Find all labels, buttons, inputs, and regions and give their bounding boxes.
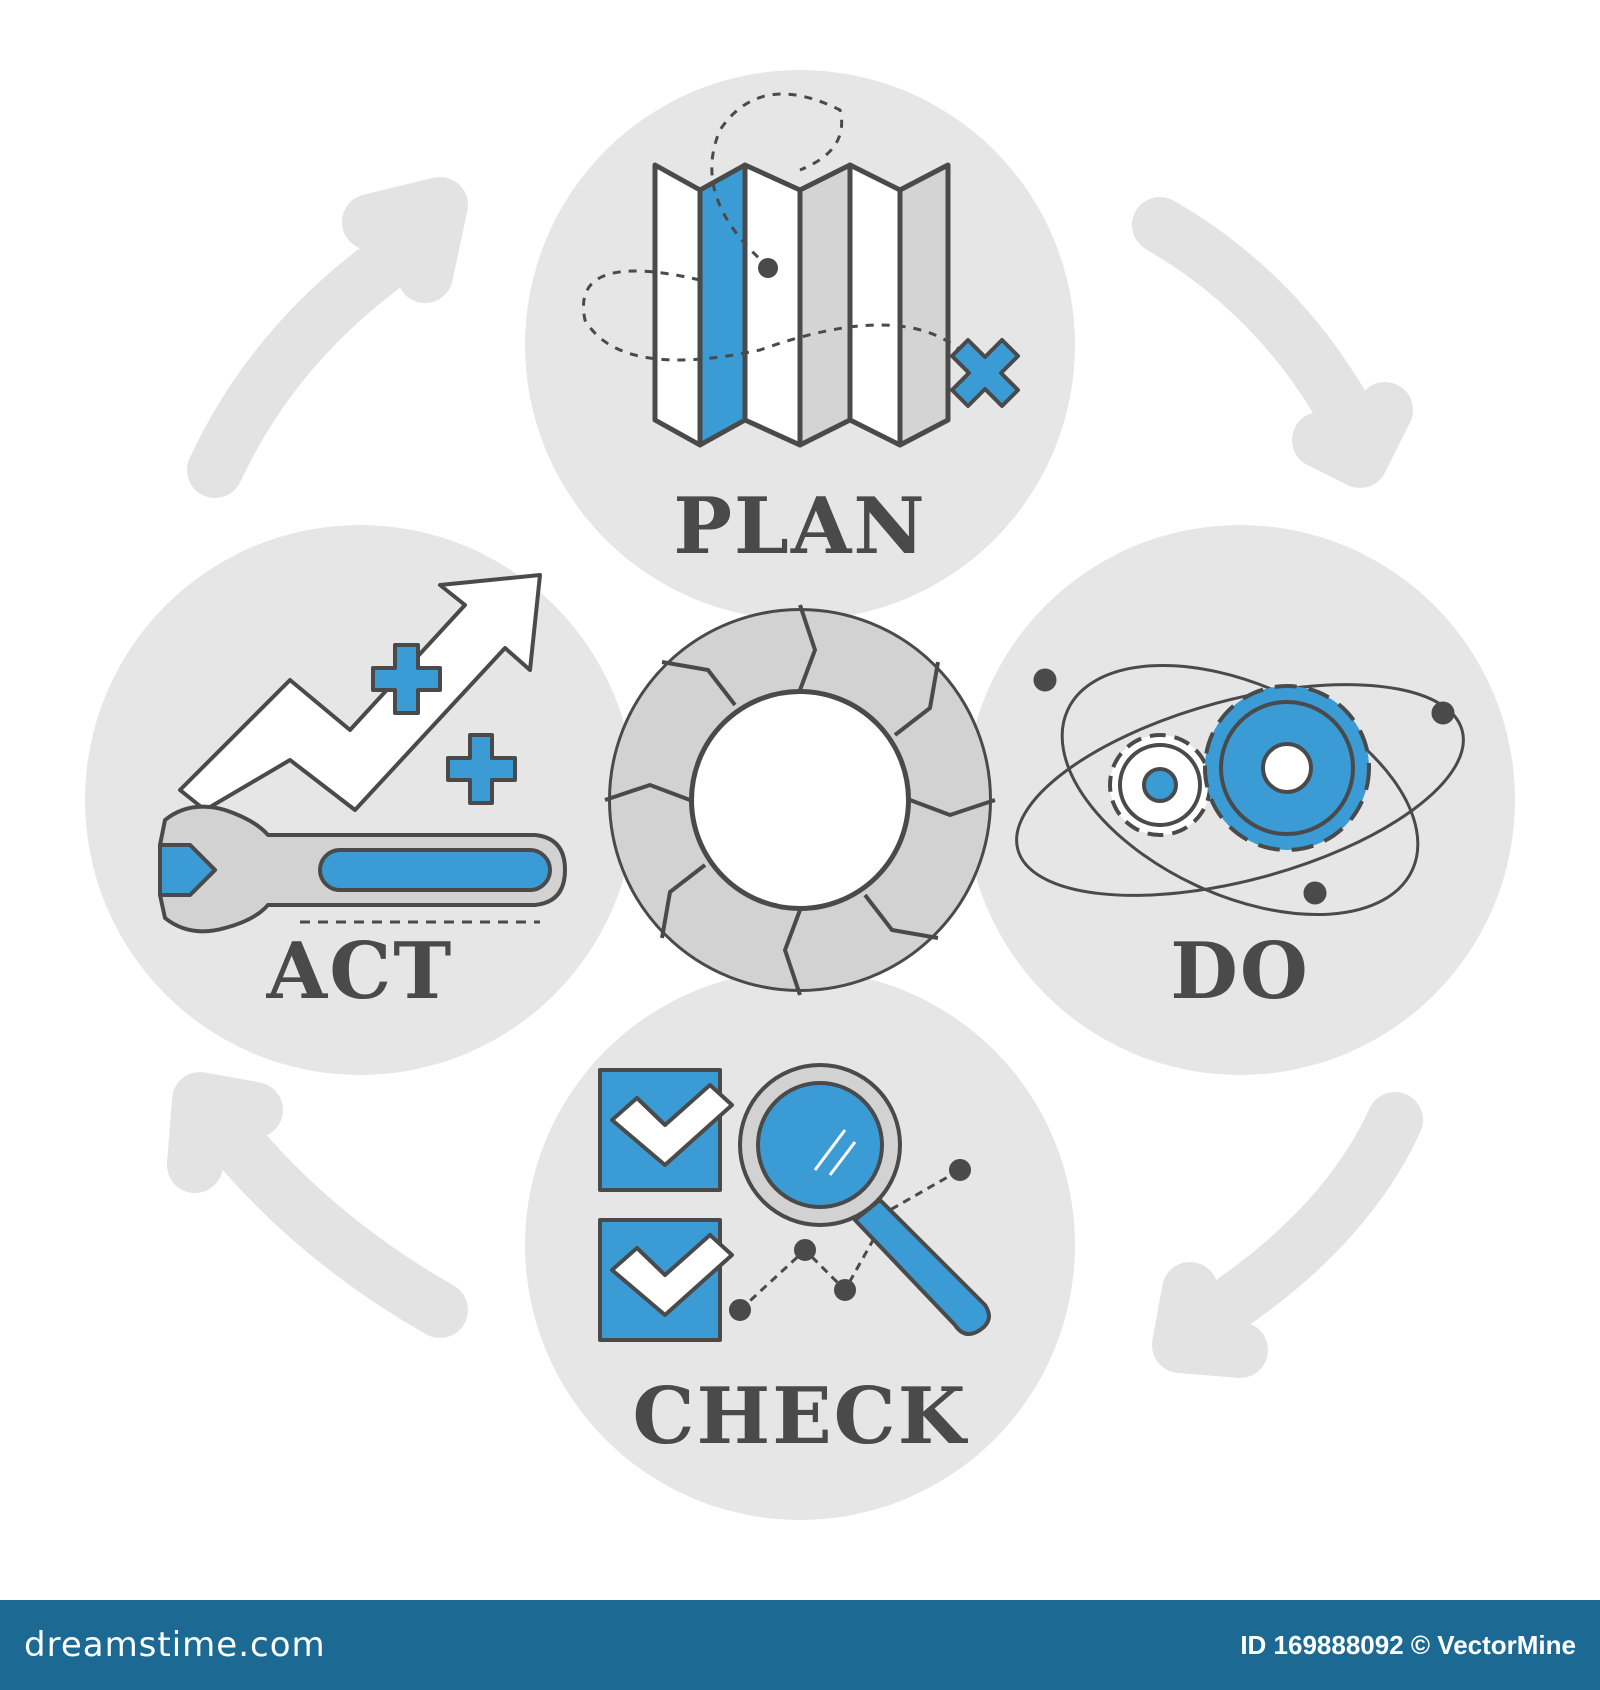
check-label: CHECK [632, 1371, 968, 1462]
footer-bar: dreamstime.com ID 169888092 © VectorMine [0, 1600, 1600, 1690]
wrench-growth-arrow-icon [158, 573, 567, 934]
footer-image-id: ID 169888092 © VectorMine [1240, 1629, 1576, 1660]
magnifier-icon [738, 1063, 991, 1336]
arrow-plan-to-do [1132, 197, 1413, 488]
do-label: DO [1170, 926, 1310, 1017]
arrow-check-to-act [167, 1072, 468, 1338]
cycle-arrows-ring-icon [604, 604, 996, 996]
footer-brand[interactable]: dreamstime.com [24, 1625, 326, 1665]
large-gear-icon [1203, 684, 1371, 852]
outer-cycle-arrows [167, 177, 1423, 1378]
plan-label: PLAN [673, 481, 926, 572]
pdca-cycle-diagram: PLAN ACT DO [85, 70, 1515, 1520]
arrow-act-to-plan [187, 177, 468, 498]
checkmark-icon [610, 1083, 734, 1167]
plus-icon [446, 733, 517, 805]
plus-icon [371, 643, 442, 715]
folded-map-icon [582, 92, 1020, 448]
checklist-magnifier-icon [598, 1063, 991, 1342]
destination-x-icon [950, 338, 1020, 408]
small-gear-icon [1108, 733, 1212, 837]
gears-orbit-icon [1015, 663, 1465, 917]
checkmark-icon [610, 1233, 734, 1317]
arrow-do-to-check [1152, 1092, 1423, 1378]
act-label: ACT [266, 926, 454, 1017]
